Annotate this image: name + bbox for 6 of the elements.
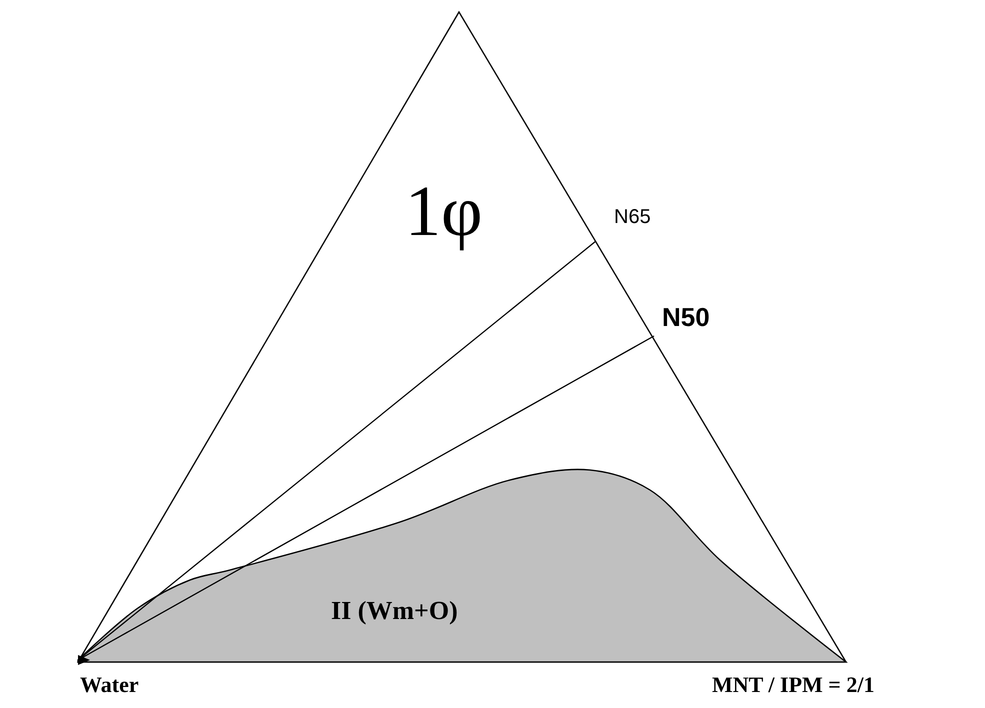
vertex-label: Water [80, 672, 139, 698]
region-label: II (Wm+O) [331, 596, 458, 626]
vertex-label: MNT / IPM = 2/1 [712, 672, 874, 698]
phase-label: 1φ [405, 170, 483, 253]
series-label: N50 [662, 302, 710, 333]
series-label: N65 [614, 206, 651, 229]
